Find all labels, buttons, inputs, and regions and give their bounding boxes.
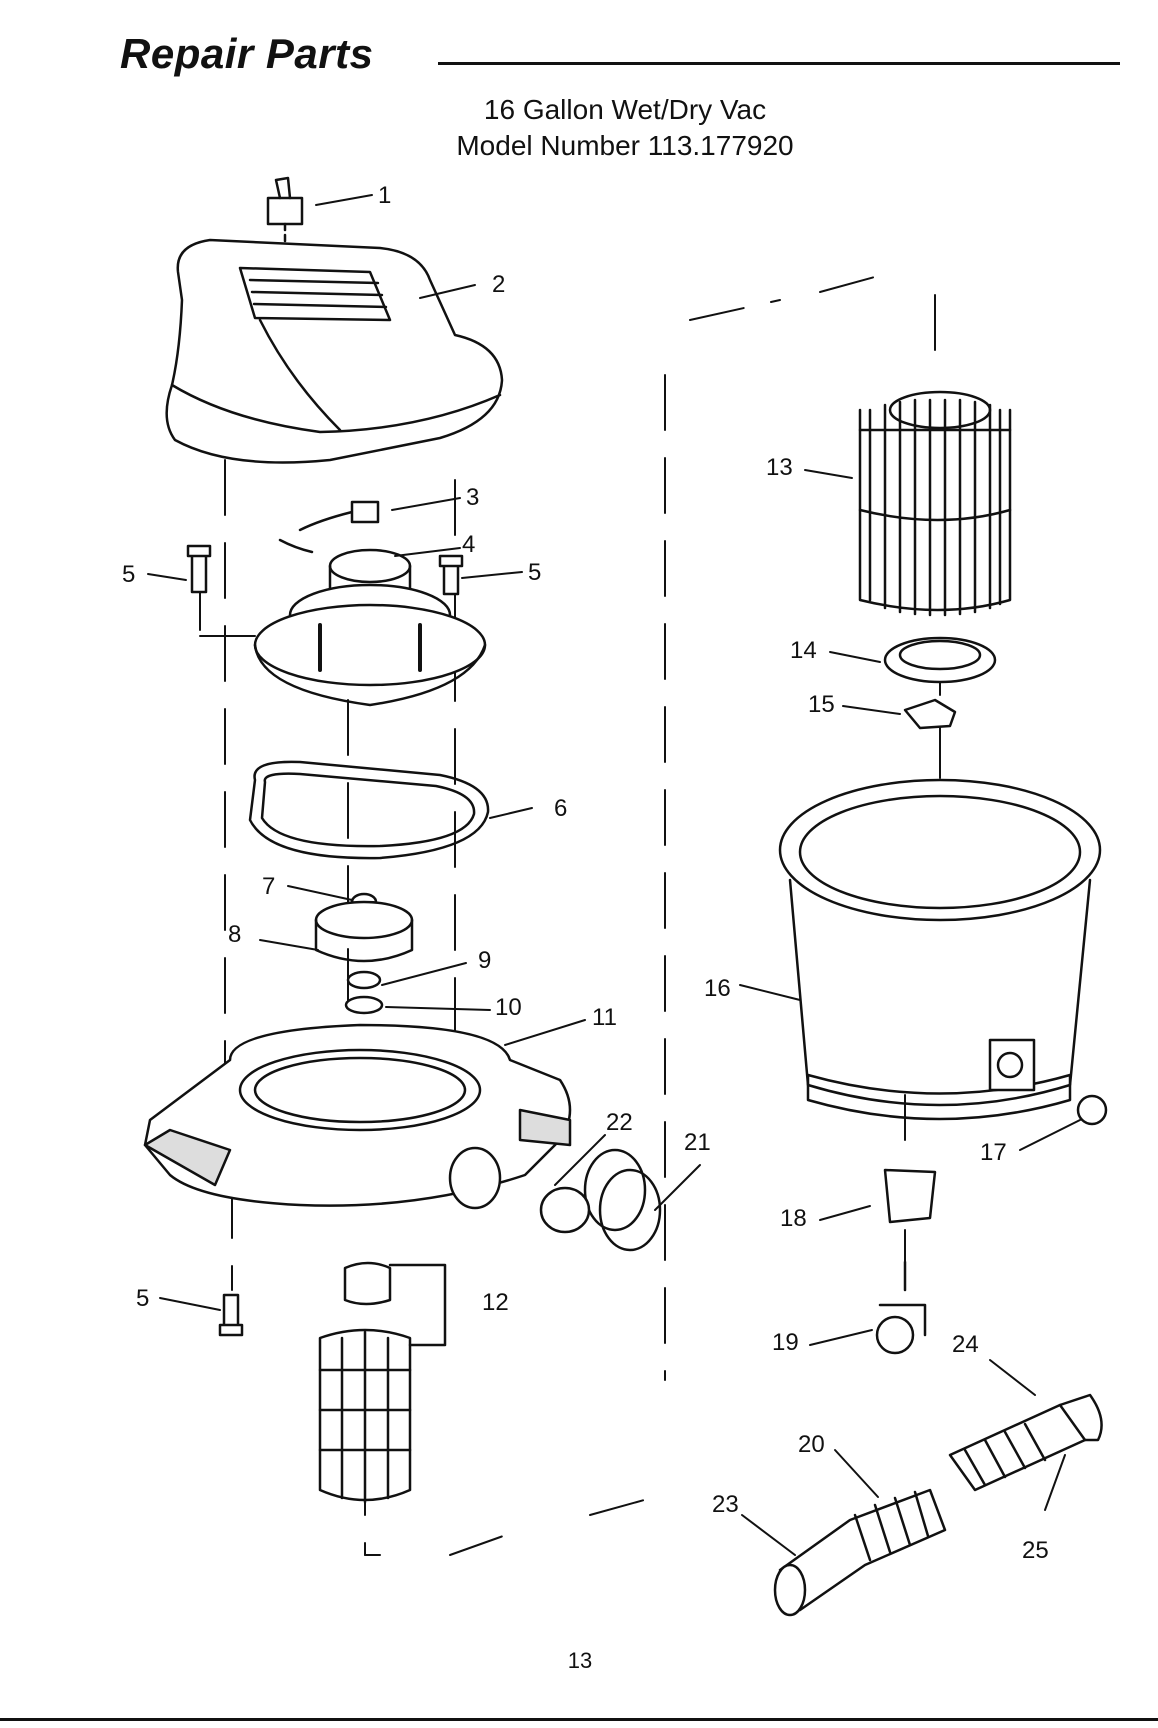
- callout-5-bottom: 5: [136, 1285, 149, 1312]
- callout-12: 12: [482, 1289, 509, 1316]
- callout-15: 15: [808, 691, 835, 718]
- callout-14: 14: [790, 637, 817, 664]
- callout-19: 19: [772, 1329, 799, 1356]
- callout-7: 7: [262, 873, 275, 900]
- callout-22: 22: [606, 1109, 633, 1136]
- cord-part: [280, 502, 378, 552]
- bottom-rule: [0, 1718, 1158, 1721]
- filter-cap-part: [885, 638, 995, 728]
- page-number: 13: [560, 1648, 600, 1674]
- callout-20: 20: [798, 1431, 825, 1458]
- lid-part: [145, 1025, 570, 1208]
- callout-5-top-right: 5: [528, 559, 541, 586]
- callout-16: 16: [704, 975, 731, 1002]
- callout-23: 23: [712, 1491, 739, 1518]
- callout-11: 11: [592, 1004, 617, 1031]
- callout-1: 1: [378, 182, 391, 209]
- callout-3: 3: [466, 484, 479, 511]
- float-cage-part: [320, 1263, 445, 1502]
- callout-21: 21: [684, 1129, 711, 1156]
- hose-adapter-part: [541, 1150, 660, 1250]
- gasket-part: [250, 762, 488, 858]
- hose-assembly-part: [775, 1395, 1102, 1615]
- callout-5-top-left: 5: [122, 561, 135, 588]
- tank-part: [780, 780, 1100, 1119]
- switch-part: [268, 178, 302, 250]
- callout-17: 17: [980, 1139, 1007, 1166]
- motor-cover-part: [167, 240, 502, 463]
- callout-25: 25: [1022, 1537, 1049, 1564]
- callout-8: 8: [228, 921, 241, 948]
- callout-24: 24: [952, 1331, 979, 1358]
- callout-6: 6: [554, 795, 567, 822]
- caster-part: [877, 1096, 1106, 1353]
- impeller-stack-part: [316, 894, 412, 1013]
- callout-9: 9: [478, 947, 491, 974]
- callout-13: 13: [766, 454, 793, 481]
- callout-10: 10: [495, 994, 522, 1021]
- callout-18: 18: [780, 1205, 807, 1232]
- callout-2: 2: [492, 271, 505, 298]
- callout-4: 4: [462, 531, 475, 558]
- cartridge-filter-part: [860, 392, 1010, 615]
